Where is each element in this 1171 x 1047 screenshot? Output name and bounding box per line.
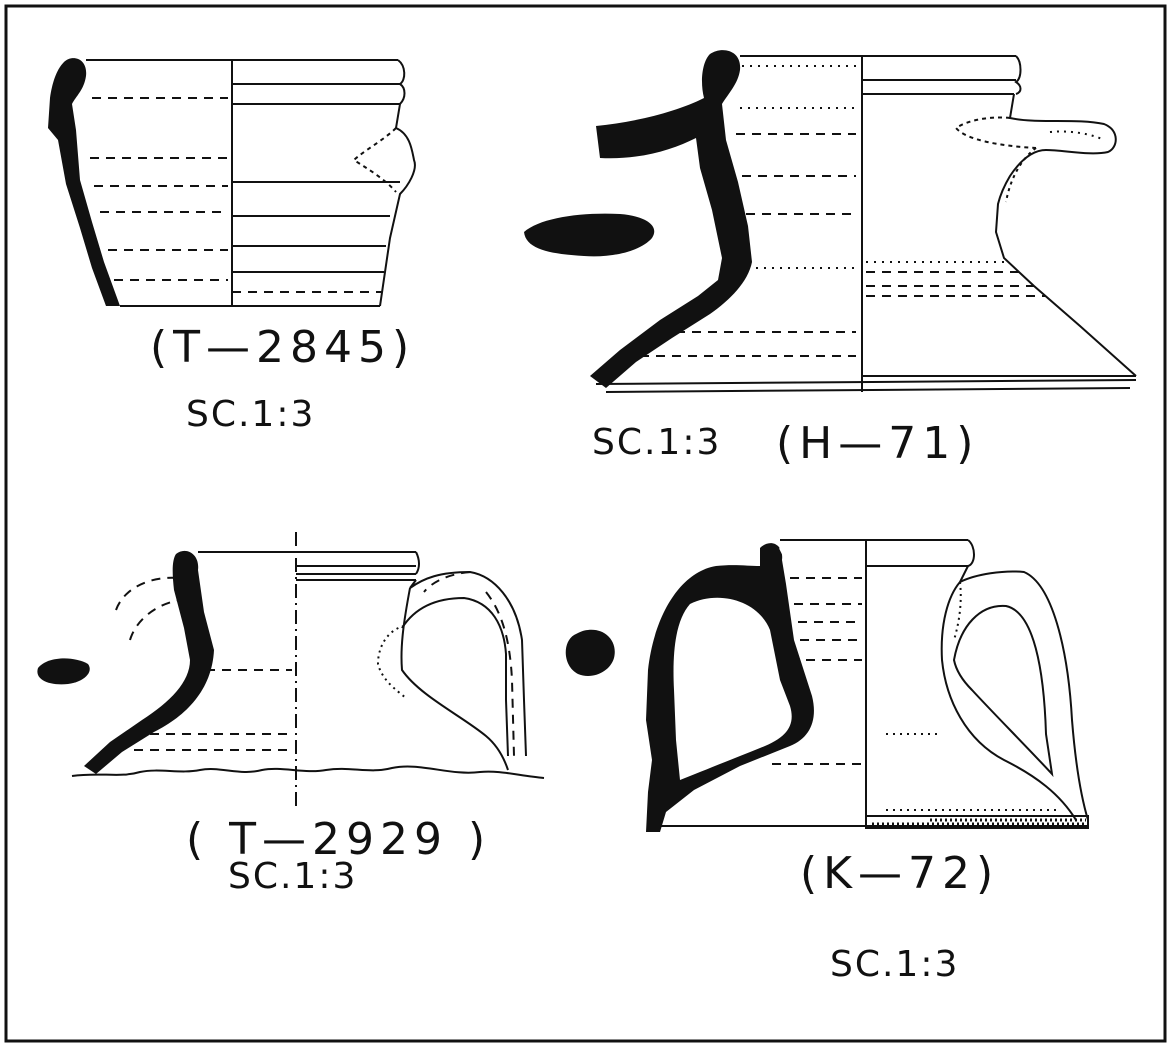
sherd-T-2929 bbox=[37, 532, 545, 808]
sherd-T-2845-profile bbox=[48, 58, 120, 306]
label-code-T-2929: ( T—2929 ) bbox=[186, 814, 492, 865]
label-scale-T-2929: SC.1:3 bbox=[228, 856, 358, 897]
sherd-H-71-profile bbox=[590, 50, 752, 388]
sherd-H-71 bbox=[524, 50, 1137, 393]
label-scale-H-71: SC.1:3 bbox=[592, 422, 722, 463]
sherd-K-72 bbox=[565, 539, 1089, 832]
label-scale-T-2845: SC.1:3 bbox=[186, 394, 316, 435]
plate-frame bbox=[4, 4, 1167, 1043]
sherd-T-2929-profile bbox=[84, 550, 214, 774]
base-stipple-K-72 bbox=[865, 815, 1089, 829]
label-code-K-72: (K—72) bbox=[800, 848, 1000, 899]
label-code-H-71: (H—71) bbox=[776, 418, 980, 469]
label-code-T-2845: (T—2845) bbox=[150, 322, 416, 373]
handle-section-K-72 bbox=[565, 629, 615, 677]
handle-section-H-71 bbox=[524, 213, 655, 257]
label-scale-K-72: SC.1:3 bbox=[830, 944, 960, 985]
sherd-K-72-profile bbox=[646, 543, 814, 832]
handle-section-T-2929 bbox=[37, 658, 90, 685]
sherd-T-2845 bbox=[48, 58, 416, 307]
